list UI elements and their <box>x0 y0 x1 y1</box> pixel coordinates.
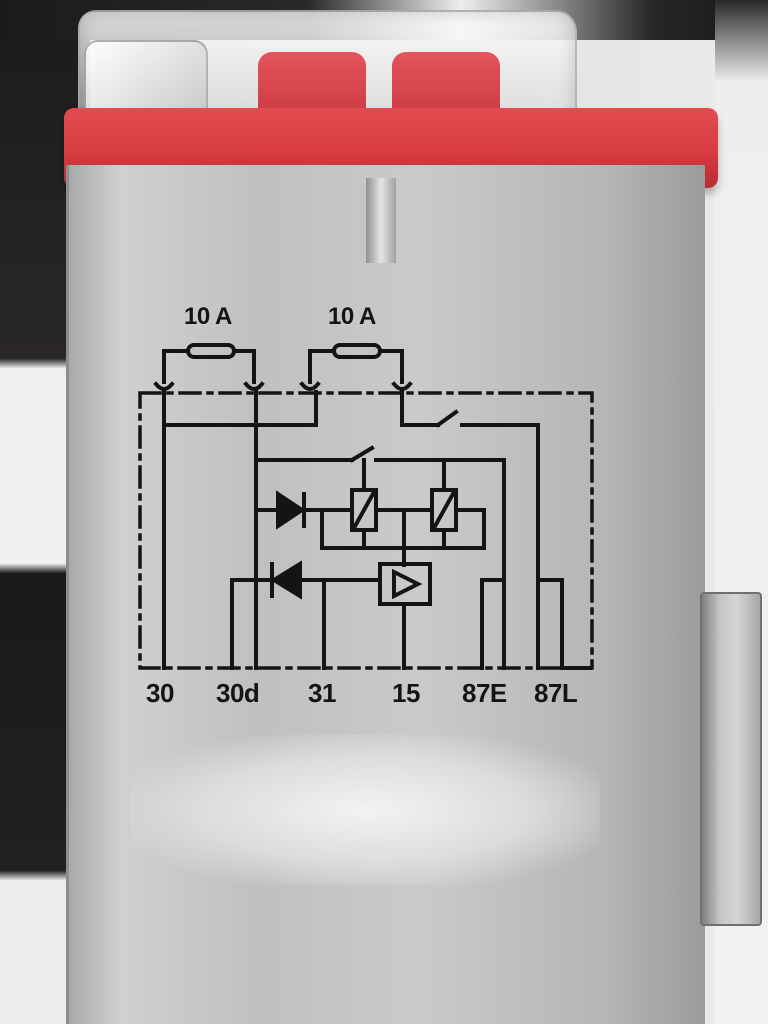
pin-label-31: 31 <box>308 678 336 708</box>
fuse-right-leads <box>308 349 404 384</box>
pin-label-87E: 87E <box>462 678 507 708</box>
amplifier-box <box>378 562 432 606</box>
diode-1 <box>276 490 306 530</box>
scuffed-area <box>130 735 600 885</box>
fuse-left-leads <box>162 349 256 384</box>
diode-2 <box>270 560 302 600</box>
fuse-rating-left: 10 A <box>184 303 232 330</box>
fuse-right <box>332 343 382 359</box>
fuse-clips <box>153 381 413 391</box>
mounting-tab <box>700 592 762 926</box>
line-87E <box>480 578 506 670</box>
housing-slot <box>366 178 396 263</box>
line-87L <box>536 578 564 670</box>
left-loop <box>232 580 256 668</box>
line-87L-upper <box>460 423 540 670</box>
red-knob-left <box>258 52 366 116</box>
amplifier-triangle <box>392 568 423 600</box>
coil-links <box>320 458 486 567</box>
pin-label-30d: 30d <box>216 678 260 708</box>
coil-right-slash <box>431 489 457 531</box>
link-top <box>162 390 318 427</box>
switch-right <box>435 409 459 428</box>
fuse-rating-right: 10 A <box>328 303 376 330</box>
pin-label-87L: 87L <box>534 678 578 708</box>
upper-bus <box>254 445 506 670</box>
pin-label-30: 30 <box>146 678 174 708</box>
red-knob-right <box>392 52 500 116</box>
fuse-left <box>186 343 236 359</box>
coil-left-slash <box>351 489 377 531</box>
link-right-top <box>400 390 440 427</box>
pin-label-15: 15 <box>392 678 420 708</box>
